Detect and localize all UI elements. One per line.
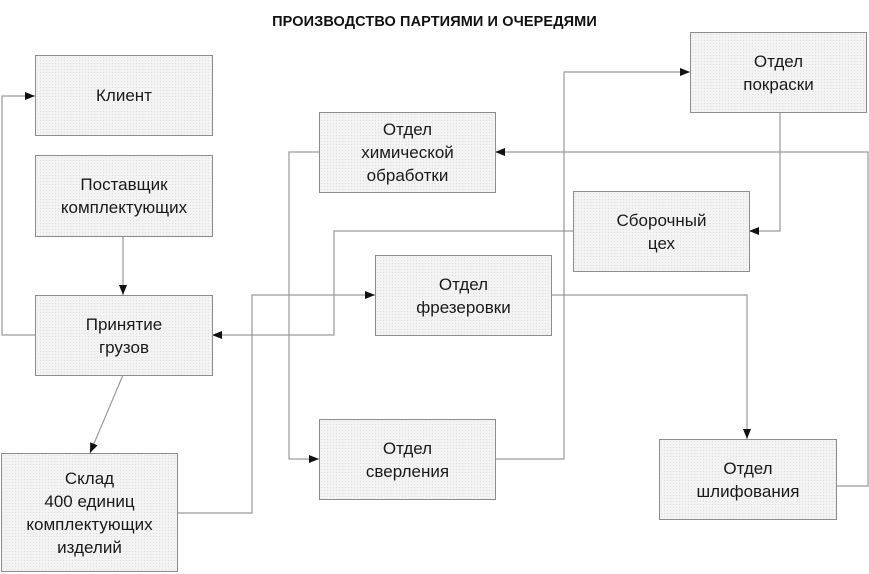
node-supplier-label: Поставщик комплектующих <box>60 175 188 217</box>
node-chemical-label: Отдел химической обработки <box>361 120 454 185</box>
node-grinding: Отдел шлифования <box>659 439 837 520</box>
node-drilling: Отдел сверления <box>319 419 496 500</box>
edge-receiving-to-warehouse <box>89 374 124 454</box>
node-assembly-label: Сборочный цех <box>616 210 707 253</box>
node-receiving: Принятие грузов <box>35 295 213 376</box>
node-painting-label: Отдел покраски <box>743 51 814 94</box>
node-painting: Отдел покраски <box>690 32 867 113</box>
node-grinding-label: Отдел шлифования <box>696 458 800 501</box>
edge-receiving-to-client <box>1 92 35 336</box>
node-warehouse-label: Склад 400 единиц комплектующих изделий <box>26 468 153 557</box>
node-drilling-label: Отдел сверления <box>365 438 450 481</box>
node-client: Клиент <box>35 55 213 136</box>
node-chemical: Отдел химической обработки <box>319 112 496 193</box>
edge-warehouse-to-milling <box>177 291 375 514</box>
edge-milling-to-grinding <box>551 294 751 439</box>
edge-drilling-to-painting <box>495 68 690 460</box>
edge-chemical-to-drilling <box>288 151 319 463</box>
node-client-label: Клиент <box>96 86 152 105</box>
node-receiving-label: Принятие грузов <box>85 314 163 357</box>
diagram-title: ПРОИЗВОДСТВО ПАРТИЯМИ И ОЧЕРЕДЯМИ <box>272 14 597 30</box>
node-assembly: Сборочный цех <box>573 191 750 272</box>
node-milling: Отдел фрезеровки <box>375 255 552 336</box>
node-supplier: Поставщик комплектующих <box>35 155 213 237</box>
edge-assembly-to-receiving <box>212 230 573 339</box>
edge-painting-to-assembly <box>749 112 781 235</box>
node-warehouse: Склад 400 единиц комплектующих изделий <box>1 453 178 572</box>
node-milling-label: Отдел фрезеровки <box>416 274 511 317</box>
edge-grinding-to-chemical <box>495 148 869 487</box>
